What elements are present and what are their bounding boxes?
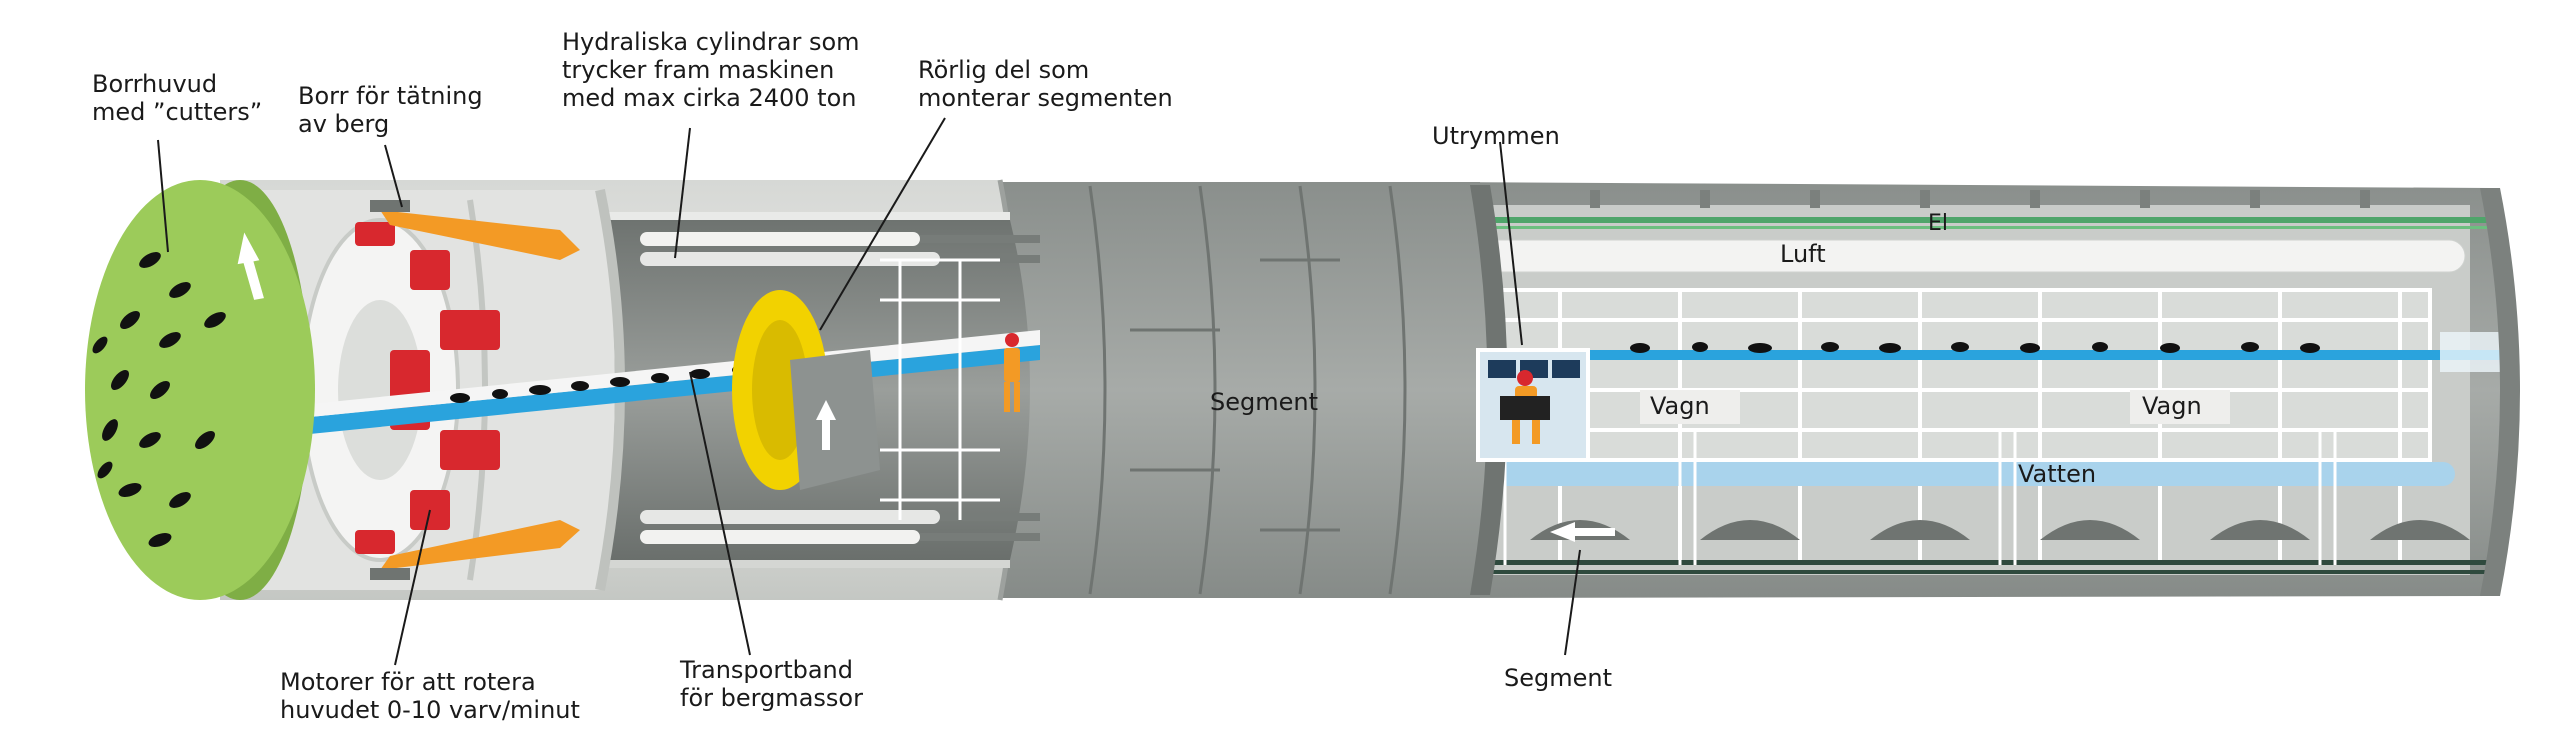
label-luft: Luft <box>1780 240 1826 268</box>
cutterhead <box>85 180 315 600</box>
label-el: El <box>1928 211 1949 236</box>
label-vatten: Vatten <box>2018 460 2097 488</box>
person-icon <box>1004 333 1020 412</box>
tunnel-section <box>1440 182 2520 598</box>
operator-cabin <box>1476 348 1590 462</box>
direction-arrow-icon <box>1550 522 1615 542</box>
label-rorlig: Rörlig del som monterar segmenten <box>918 56 1173 112</box>
operator-icon <box>1500 370 1550 444</box>
label-borr: Borr för tätning av berg <box>298 82 483 138</box>
rock-drills <box>370 200 580 580</box>
label-vagn-2: Vagn <box>2142 392 2202 420</box>
label-utrymmen: Utrymmen <box>1432 122 1560 150</box>
leader-lines <box>157 117 1581 666</box>
label-segment-mid: Segment <box>1210 388 1318 416</box>
label-borrhuvud: Borrhuvud med ”cutters” <box>92 70 263 126</box>
vagn-box-2 <box>2130 390 2230 424</box>
label-motorer: Motorer för att rotera huvudet 0-10 varv… <box>280 668 580 724</box>
label-hydraliska: Hydraliska cylindrar som trycker fram ma… <box>562 28 860 112</box>
vatten-pipe <box>1450 462 2455 486</box>
rotation-arrow-icon <box>816 400 836 450</box>
label-segment-bottom: Segment <box>1504 664 1612 692</box>
luft-pipe <box>1454 239 2466 273</box>
tbm-shield <box>220 179 1040 601</box>
segment-erector <box>732 290 880 490</box>
vagn-box-1 <box>1640 390 1740 424</box>
label-transportband: Transportband för bergmassor <box>680 656 863 712</box>
label-vagn-1: Vagn <box>1650 392 1710 420</box>
el-cable <box>1450 217 2490 223</box>
